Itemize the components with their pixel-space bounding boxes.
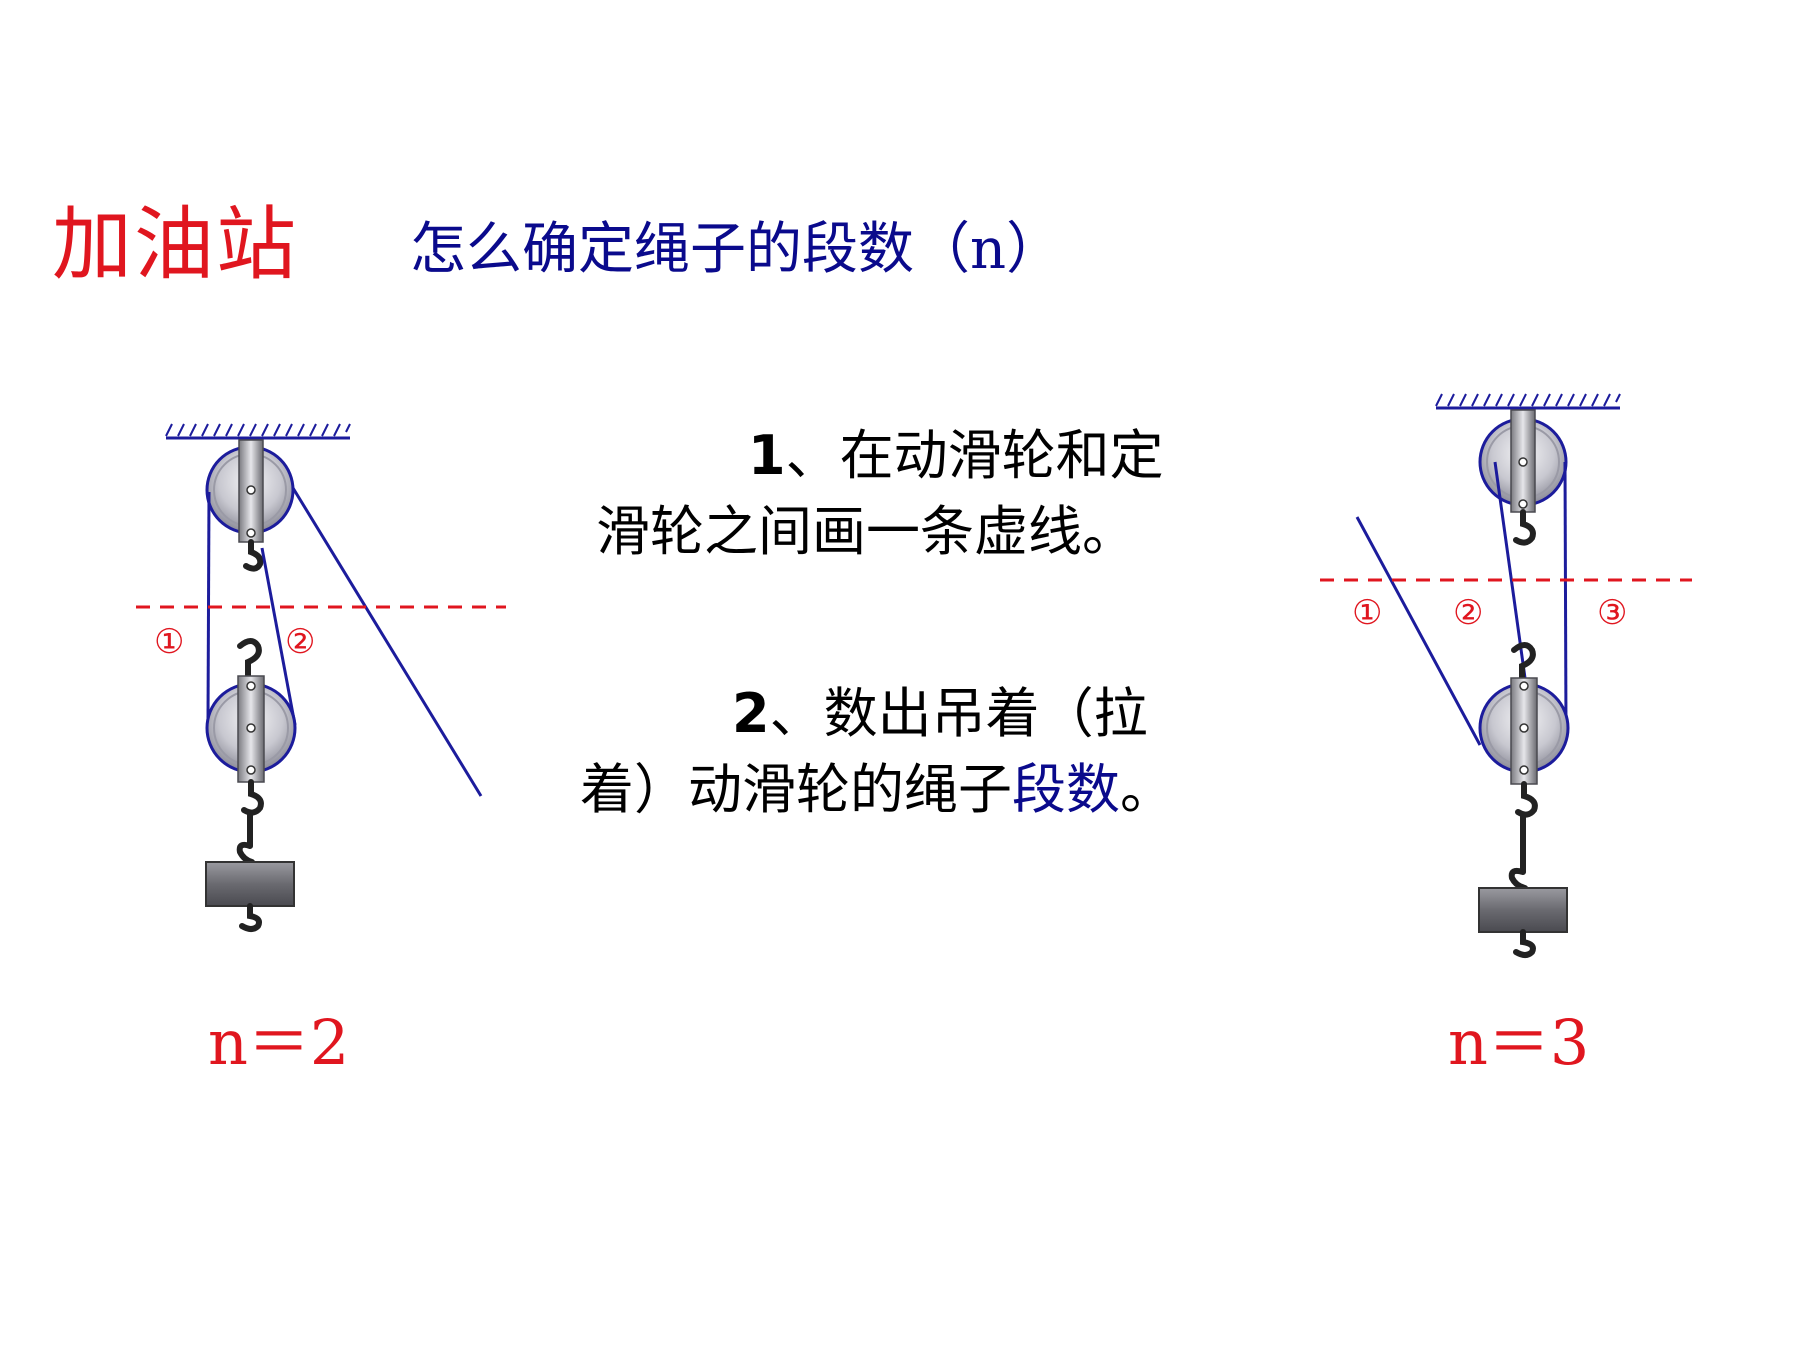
- right-weight: [1478, 887, 1568, 958]
- step-1-line-1: 1、在动滑轮和定: [748, 418, 1164, 494]
- step-2-highlight: 段数: [1012, 758, 1120, 821]
- left-fixed-pulley: [205, 439, 295, 572]
- right-result-label: n＝3: [1448, 1006, 1590, 1079]
- left-result-label: n＝2: [208, 1006, 350, 1079]
- step-1-line-2: 滑轮之间画一条虚线。: [596, 500, 1136, 563]
- step-2-text-c: 。: [1120, 758, 1174, 821]
- right-fixed-pulley: [1478, 409, 1568, 546]
- left-segment-label-2: ②: [285, 622, 316, 662]
- left-ceiling: [165, 423, 351, 440]
- page-subtitle: 怎么确定绳子的段数（n）: [410, 217, 1063, 282]
- step-1-text-a: 、在动滑轮和定: [785, 424, 1164, 487]
- left-rope-segment-2: [260, 547, 297, 726]
- right-ceiling: [1435, 393, 1621, 410]
- step-2-text-a: 、数出吊着（拉: [769, 682, 1148, 745]
- step-1-number: 1: [748, 424, 786, 487]
- right-movable-pulley: [1478, 642, 1570, 891]
- page-title: 加油站: [52, 198, 298, 291]
- right-segment-label-2: ②: [1453, 593, 1484, 633]
- left-movable-pulley: [205, 638, 297, 865]
- right-segment-label-1: ①: [1352, 593, 1383, 633]
- step-2-line-1: 2、数出吊着（拉: [732, 676, 1148, 752]
- right-ropes: [1355, 461, 1568, 746]
- step-2-line-2: 着）动滑轮的绳子段数。: [580, 752, 1174, 828]
- step-2-number: 2: [732, 682, 770, 745]
- right-rope-segment-1: [1355, 516, 1482, 746]
- right-pulley-system: [1320, 393, 1692, 958]
- right-rope-segment-2: [1493, 461, 1527, 679]
- left-segment-label-1: ①: [154, 622, 185, 662]
- right-segment-label-3: ③: [1597, 593, 1628, 633]
- left-weight: [205, 861, 295, 932]
- right-rope-segment-3: [1563, 461, 1568, 731]
- step-2-text-b: 着）动滑轮的绳子: [580, 758, 1012, 821]
- left-free-rope: [291, 487, 483, 797]
- left-pulley-system: [136, 423, 506, 932]
